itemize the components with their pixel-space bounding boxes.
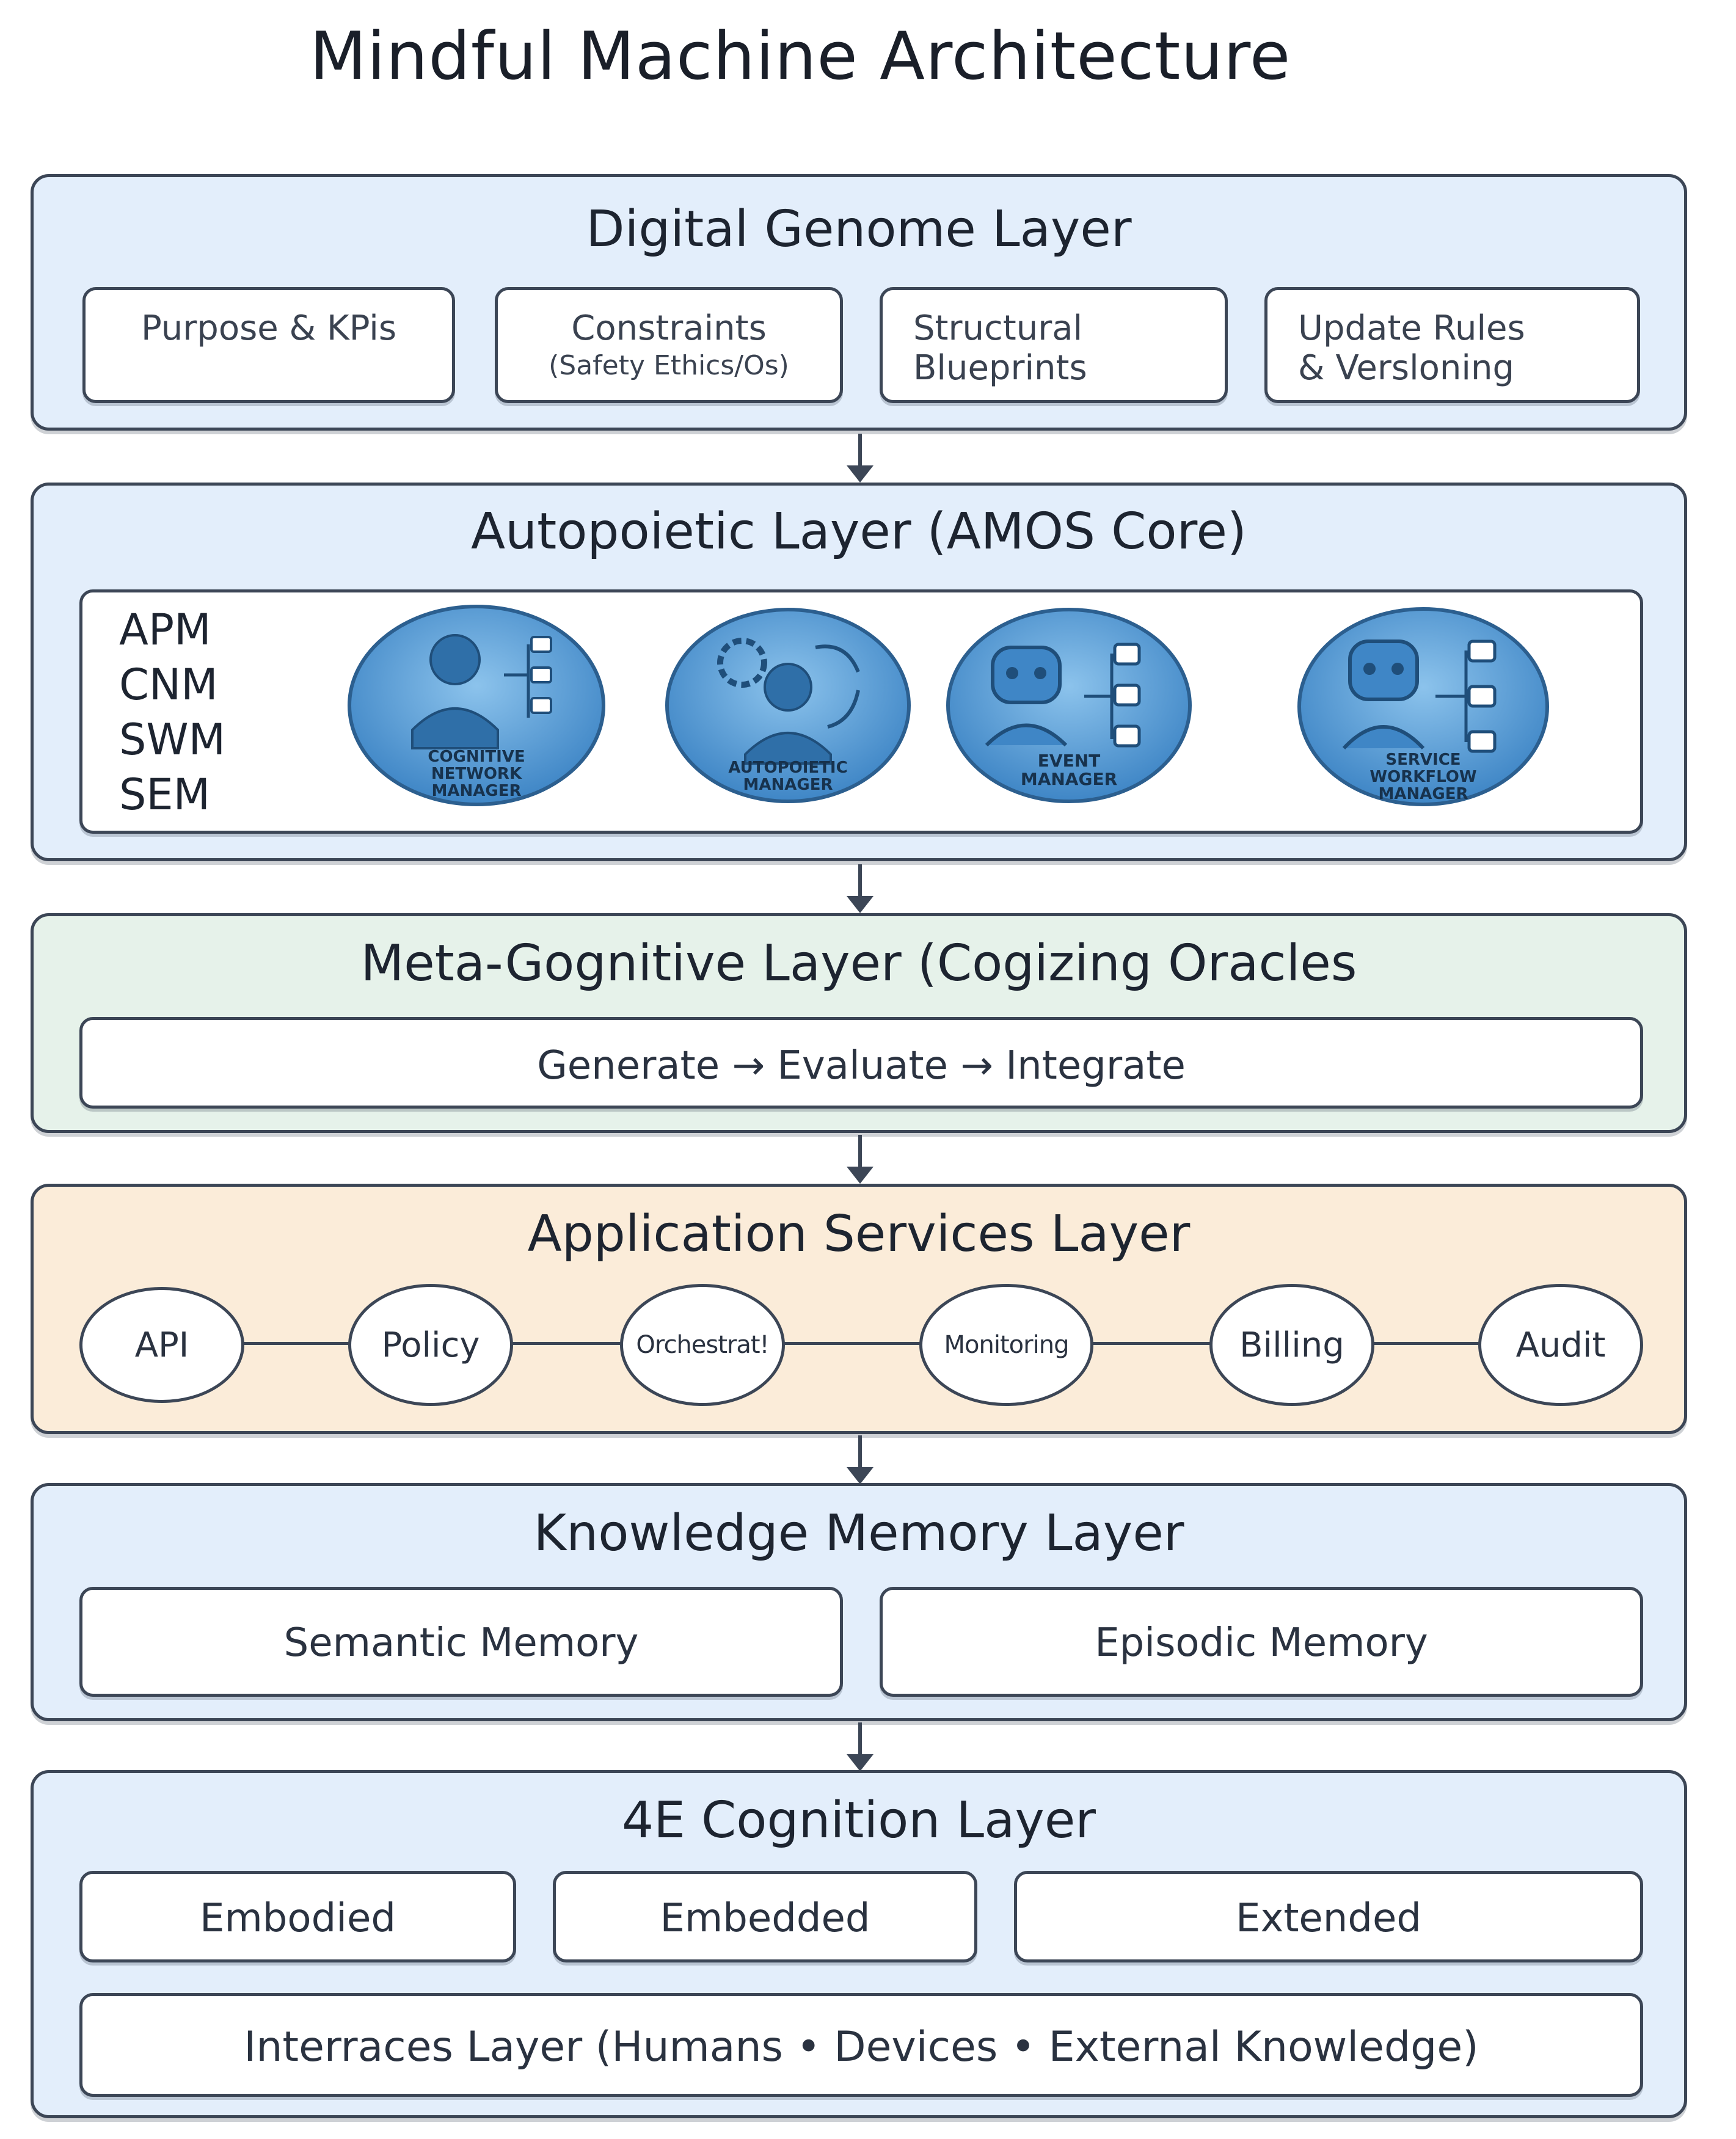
box-sublabel: Blueprints	[913, 348, 1087, 388]
manager-label: WORKFLOW	[1369, 768, 1476, 786]
box-label: Constraints	[571, 308, 767, 348]
manager-label: COGNITIVE	[428, 748, 525, 766]
box-label: Structural	[913, 308, 1083, 348]
cognitive-network-manager-icon: COGNITIVE NETWORK MANAGER	[348, 605, 605, 806]
4e-cognition-layer: 4E Cognition Layer Embodied Embedded Ext…	[31, 1770, 1687, 2118]
manager-label: NETWORK	[431, 765, 522, 783]
page-title: Mindful Machine Architecture	[309, 18, 1291, 95]
extended-box: Extended	[1014, 1871, 1643, 1962]
layer-title: Meta-Gognitive Layer (Cogizing Oracles	[360, 935, 1357, 993]
event-manager-icon: EVENT MANAGER	[946, 608, 1192, 803]
abbreviation-cnm: CNM	[119, 660, 218, 710]
autopoietic-layer: Autopoietic Layer (AMOS Core) APM CNM SW…	[31, 483, 1687, 861]
service-connector-line	[238, 1342, 1552, 1345]
down-arrow	[847, 1135, 873, 1184]
oracle-flow-box: Generate → Evaluate → Integrate	[79, 1017, 1643, 1109]
manager-label: AUTOPOIETIC	[728, 759, 847, 777]
down-arrow	[847, 1435, 873, 1484]
box-sublabel: (Safety Ethics/Os)	[549, 350, 789, 381]
down-arrow	[847, 1722, 873, 1771]
service-node-audit: Audit	[1478, 1284, 1643, 1406]
down-arrow	[847, 864, 873, 913]
manager-label: MANAGER	[1021, 769, 1117, 789]
box-label: Extended	[1236, 1896, 1421, 1941]
manager-label: MANAGER	[743, 776, 833, 794]
box-label: Episodic Memory	[1095, 1620, 1428, 1666]
abbreviation-apm: APM	[119, 605, 211, 655]
box-label: Purpose & KPis	[140, 308, 396, 348]
knowledge-memory-layer: Knowledge Memory Layer Semantic Memory E…	[31, 1483, 1687, 1721]
manager-label: SERVICE	[1385, 751, 1461, 769]
interfaces-layer-box: Interraces Layer (Humans • Devices • Ext…	[79, 1993, 1643, 2097]
embodied-box: Embodied	[79, 1871, 516, 1962]
application-services-layer: Application Services Layer	[31, 1184, 1687, 1434]
layer-title: Knowledge Memory Layer	[533, 1504, 1184, 1562]
box-label: Embedded	[660, 1896, 870, 1941]
service-node-policy: Policy	[348, 1284, 513, 1406]
purpose-kpis-box: Purpose & KPis	[82, 287, 455, 403]
semantic-memory-box: Semantic Memory	[79, 1587, 843, 1697]
manager-label: EVENT	[1038, 751, 1100, 771]
layer-title: Digital Genome Layer	[586, 200, 1132, 258]
manager-label: MANAGER	[1379, 785, 1468, 803]
layer-title: Application Services Layer	[527, 1205, 1191, 1263]
down-arrow	[847, 434, 873, 483]
box-sublabel: & Versloning	[1298, 348, 1514, 388]
box-label: Semantic Memory	[283, 1620, 639, 1666]
service-workflow-manager-icon: SERVICE WORKFLOW MANAGER	[1297, 607, 1549, 806]
manager-label: MANAGER	[432, 782, 522, 800]
service-node-orchestration: Orchestrat!	[620, 1284, 785, 1406]
constraints-box: Constraints (Safety Ethics/Os)	[495, 287, 843, 403]
layer-title: Autopoietic Layer (AMOS Core)	[471, 503, 1247, 561]
oracle-flow-text: Generate → Evaluate → Integrate	[537, 1043, 1186, 1088]
episodic-memory-box: Episodic Memory	[880, 1587, 1643, 1697]
service-node-monitoring: Monitoring	[919, 1284, 1093, 1406]
layer-title: 4E Cognition Layer	[621, 1791, 1096, 1849]
abbreviation-swm: SWM	[119, 715, 226, 765]
interfaces-label: Interraces Layer (Humans • Devices • Ext…	[244, 2023, 1479, 2071]
box-label: Update Rules	[1298, 308, 1525, 348]
structural-blueprints-box: Structural Blueprints	[880, 287, 1228, 403]
service-node-api: API	[79, 1287, 244, 1403]
service-node-billing: Billing	[1209, 1284, 1374, 1406]
box-label: Embodied	[200, 1896, 396, 1941]
autopoietic-manager-icon: AUTOPOIETIC MANAGER	[665, 608, 911, 803]
update-rules-box: Update Rules & Versloning	[1264, 287, 1640, 403]
abbreviation-sem: SEM	[119, 770, 211, 820]
amos-core-panel: APM CNM SWM SEM COGNITIVE NETWORK MANAGE…	[79, 589, 1643, 834]
meta-cognitive-layer: Meta-Gognitive Layer (Cogizing Oracles G…	[31, 913, 1687, 1133]
digital-genome-layer: Digital Genome Layer Purpose & KPis Cons…	[31, 174, 1687, 431]
embedded-box: Embedded	[553, 1871, 977, 1962]
